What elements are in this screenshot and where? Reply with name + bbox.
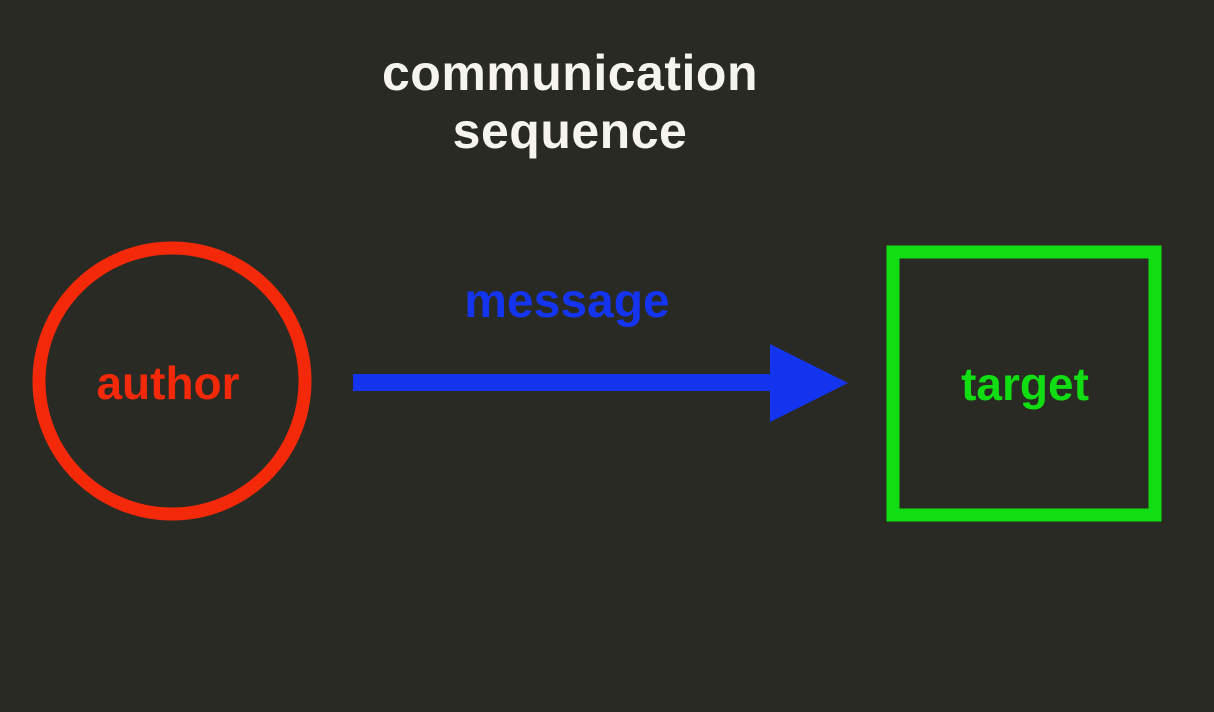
message-arrow-head-icon — [770, 344, 848, 422]
message-label: message — [464, 275, 669, 328]
diagram-title-line1: communication — [382, 45, 758, 101]
message-arrow-shaft — [353, 374, 773, 391]
diagram-title-line2: sequence — [453, 103, 688, 159]
author-label: author — [96, 357, 239, 409]
target-label: target — [961, 358, 1089, 410]
author-circle-shape — [32, 241, 312, 521]
target-square-shape — [886, 245, 1162, 522]
